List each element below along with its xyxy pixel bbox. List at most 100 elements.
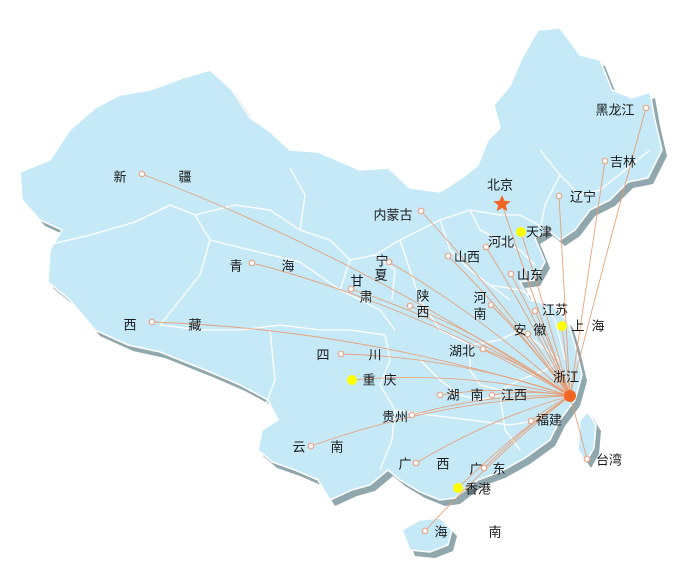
route-line-beijing	[501, 203, 571, 397]
route-line-sichuan	[340, 353, 571, 397]
route-line-heilongjiang	[569, 107, 647, 397]
province-dot-sichuan	[337, 350, 345, 358]
map-labels: 新疆西藏青海甘肃宁夏内蒙古陕西山西河北天津山东河南江苏安徽上海湖北四川重庆贵州湖…	[113, 104, 636, 541]
province-label-shanghai-1: 上	[571, 320, 584, 335]
hub-label: 浙江	[553, 371, 579, 386]
province-dot-gansu	[347, 285, 355, 293]
province-dot-ningxia	[385, 258, 393, 266]
province-label-shaanxi-2: 西	[416, 306, 429, 321]
province-dot-jiangsu	[531, 307, 539, 315]
route-line-neimenggu	[420, 210, 571, 397]
route-line-anhui	[527, 333, 571, 397]
province-label-sichuan-2: 川	[368, 349, 381, 364]
province-label-hebei: 河北	[488, 236, 514, 251]
province-label-xinjiang-1: 新	[113, 170, 126, 186]
province-label-shanxi: 山西	[454, 251, 480, 266]
route-line-jiangxi	[491, 391, 571, 397]
province-dot-qinghai	[248, 259, 256, 267]
province-dot-guangdong	[480, 464, 488, 472]
province-dot-henan	[487, 301, 495, 309]
province-label-shandong: 山东	[517, 269, 543, 284]
route-line-shandong	[510, 273, 571, 397]
province-label-jilin: 吉林	[610, 156, 636, 171]
route-line-xianggang	[457, 395, 571, 489]
route-line-chongqing	[351, 376, 571, 397]
province-label-guizhou: 贵州	[382, 411, 408, 426]
province-label-xianggang: 香港	[465, 483, 491, 498]
city-dot-xianggang	[453, 483, 463, 493]
city-dot-chongqing	[347, 375, 357, 385]
province-dot-heilongjiang	[642, 104, 650, 112]
province-dot-xizang	[148, 318, 156, 326]
capital-label: 北京	[487, 179, 513, 194]
province-label-yunnan-1: 云	[292, 441, 305, 456]
province-label-henan-1: 河	[473, 292, 486, 307]
province-dot-hainan	[421, 527, 429, 535]
province-label-qinghai-1: 青	[229, 260, 242, 275]
province-label-guangdong-1: 广	[469, 463, 482, 478]
route-line-guizhou	[411, 395, 571, 416]
province-label-henan-2: 南	[473, 307, 486, 323]
province-label-xizang-1: 西	[123, 319, 136, 334]
province-dot-jilin	[601, 157, 609, 165]
province-label-hainan-1: 海	[434, 526, 447, 541]
province-label-yunnan-2: 南	[330, 440, 343, 456]
province-dot-shaanxi	[406, 302, 414, 310]
route-line-henan	[490, 304, 571, 397]
route-line-tianjin	[520, 231, 571, 397]
city-dot-tianjin	[516, 227, 526, 237]
route-line-shaanxi	[409, 305, 571, 397]
province-label-guangxi-1: 广	[398, 458, 411, 473]
province-label-qinghai-2: 海	[281, 260, 294, 275]
province-label-jiangsu: 江苏	[542, 303, 568, 319]
city-dot-shanghai	[557, 321, 567, 331]
province-label-fujian: 福建	[536, 414, 562, 429]
province-label-chongqing-1: 重	[362, 373, 375, 389]
province-label-guangdong-2: 东	[492, 463, 505, 478]
province-dot-fujian	[527, 417, 535, 425]
province-dot-taiwan	[583, 455, 591, 463]
province-label-shaanxi-1: 陕	[416, 290, 429, 305]
province-label-gansu-1: 甘	[350, 275, 363, 290]
province-label-guangxi-2: 西	[436, 458, 449, 473]
route-line-liaoning	[558, 195, 571, 397]
province-dot-shanxi	[444, 252, 452, 260]
province-dot-liaoning	[555, 192, 563, 200]
route-line-hainan	[424, 395, 571, 532]
route-line-gansu	[350, 288, 571, 397]
hub-dot-icon	[564, 390, 576, 402]
province-label-anhui-2: 徽	[533, 324, 546, 339]
province-dot-guangxi	[412, 459, 420, 467]
province-label-ningxia-1: 宁	[375, 254, 388, 270]
mainland-area	[19, 27, 663, 501]
province-label-liaoning: 辽宁	[570, 190, 596, 206]
province-dot-jiangxi	[488, 391, 496, 399]
province-dot-xinjiang	[138, 170, 146, 178]
province-dot-yunnan	[307, 442, 315, 450]
province-label-neimenggu: 内蒙古	[373, 208, 412, 224]
star-icon	[493, 195, 511, 212]
province-label-tianjin: 天津	[526, 226, 552, 241]
province-label-gansu-2: 肃	[359, 291, 372, 306]
province-dot-hubei	[479, 345, 487, 353]
route-line-xinjiang	[141, 173, 571, 397]
province-label-hainan-2: 南	[488, 525, 501, 541]
province-dot-hebei	[482, 243, 490, 251]
province-label-hubei: 湖北	[449, 345, 475, 360]
province-label-taiwan: 台湾	[596, 453, 622, 469]
province-label-xizang-2: 藏	[188, 319, 201, 334]
route-line-jilin	[569, 160, 606, 397]
route-line-yunnan	[310, 395, 571, 447]
province-label-anhui-1: 安	[513, 324, 526, 339]
route-line-guangxi	[415, 395, 571, 464]
province-label-chongqing-2: 庆	[383, 374, 396, 389]
map-nodes	[138, 104, 650, 535]
province-label-sichuan-1: 四	[316, 349, 329, 364]
province-dot-hunan	[436, 391, 444, 399]
route-lines	[141, 107, 647, 532]
province-label-hunan-2: 南	[470, 388, 483, 404]
province-dot-anhui	[524, 330, 532, 338]
province-label-shanghai-2: 海	[591, 320, 604, 335]
route-line-hebei	[485, 246, 571, 397]
